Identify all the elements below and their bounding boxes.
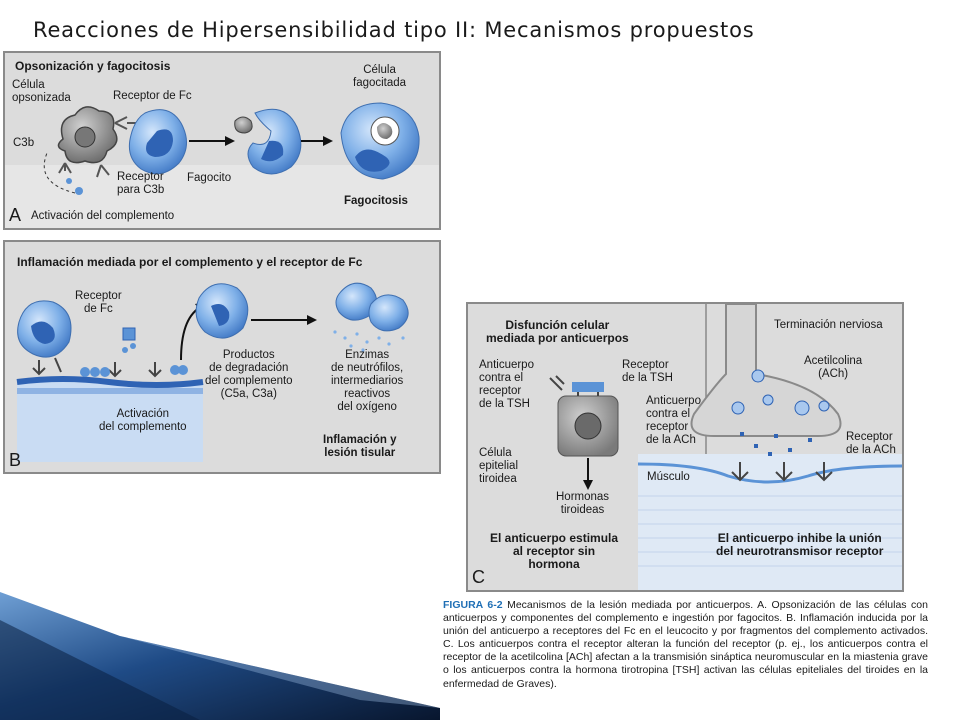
panel-b-illustration <box>16 282 409 462</box>
label-celula-opsonizada: Célula opsonizada <box>12 79 71 104</box>
panel-c-letter: C <box>472 567 485 587</box>
panel-a-illustration <box>5 102 439 228</box>
label-fagocitosis: Fagocitosis <box>344 195 408 207</box>
label-inflamacion: Inflamación y lesión tisular <box>323 434 397 459</box>
thyroid-cell-icon <box>557 395 619 457</box>
figure-label: FIGURA 6-2 <box>443 599 503 611</box>
label-fagocito: Fagocito <box>187 172 232 184</box>
neutrophil-icon <box>17 300 72 358</box>
label-anticuerpo-tsh: Anticuerpo contra el receptor de la TSH <box>479 359 534 410</box>
label-receptor-fc-a: Receptor de Fc <box>113 90 192 102</box>
label-receptor-ach: Receptor de la ACh <box>846 431 896 456</box>
nerve-terminal-icon <box>690 304 842 437</box>
label-celula-epitelial: Célula epitelial tiroidea <box>479 447 518 485</box>
opsonized-cell-icon <box>57 106 118 164</box>
figure-caption-text: Mecanismos de la lesión mediada por anti… <box>443 599 928 690</box>
panel-b-title: Inflamación mediada por el complemento y… <box>17 255 363 269</box>
label-enzimas: Enzimas de neutrófilos, intermediarios r… <box>331 349 404 413</box>
phagocyte-icon <box>128 109 187 175</box>
panel-c-illustration <box>549 304 902 590</box>
panel-c: Disfunción celular mediada por anticuerp… <box>466 302 904 592</box>
figure-caption: FIGURA 6-2 Mecanismos de la lesión media… <box>443 599 928 691</box>
phagocytosed-cell-icon <box>340 102 420 180</box>
label-panel-c-title: Disfunción celular mediada por anticuerp… <box>486 318 629 345</box>
label-anticuerpo-ach: Anticuerpo contra el receptor de la ACh <box>646 395 701 446</box>
label-terminacion: Terminación nerviosa <box>774 319 883 331</box>
label-activacion-complemento-a: Activación del complemento <box>31 210 175 222</box>
label-activacion-complemento-b: Activación del complemento <box>99 408 187 433</box>
label-hormonas: Hormonas tiroideas <box>556 491 610 516</box>
label-inhibe: El anticuerpo inhibe la unión del neurot… <box>716 531 884 558</box>
panel-b-letter: B <box>9 450 22 470</box>
panel-a: Opsonización y fagocitosis <box>3 51 441 230</box>
label-c3b: C3b <box>13 137 35 149</box>
label-celula-fagocitada: Célula fagocitada <box>353 64 407 89</box>
panel-a-title: Opsonización y fagocitosis <box>15 59 171 73</box>
label-receptor-c3b: Receptor para C3b <box>117 171 165 196</box>
slide-title: Reacciones de Hipersensibilidad tipo II:… <box>33 18 755 42</box>
decorative-wedge-icon <box>0 592 440 720</box>
label-receptor-fc-b: Receptor de Fc <box>75 290 122 315</box>
label-acetilcolina: Acetilcolina (ACh) <box>804 355 863 380</box>
panel-a-letter: A <box>9 205 22 225</box>
label-musculo: Músculo <box>647 471 690 483</box>
panel-b: Inflamación mediada por el complemento y… <box>3 240 441 474</box>
label-productos: Productos de degradación del complemento… <box>205 349 293 400</box>
label-receptor-tsh: Receptor de la TSH <box>622 359 673 384</box>
label-estimula: El anticuerpo estimula al receptor sin h… <box>490 531 619 571</box>
